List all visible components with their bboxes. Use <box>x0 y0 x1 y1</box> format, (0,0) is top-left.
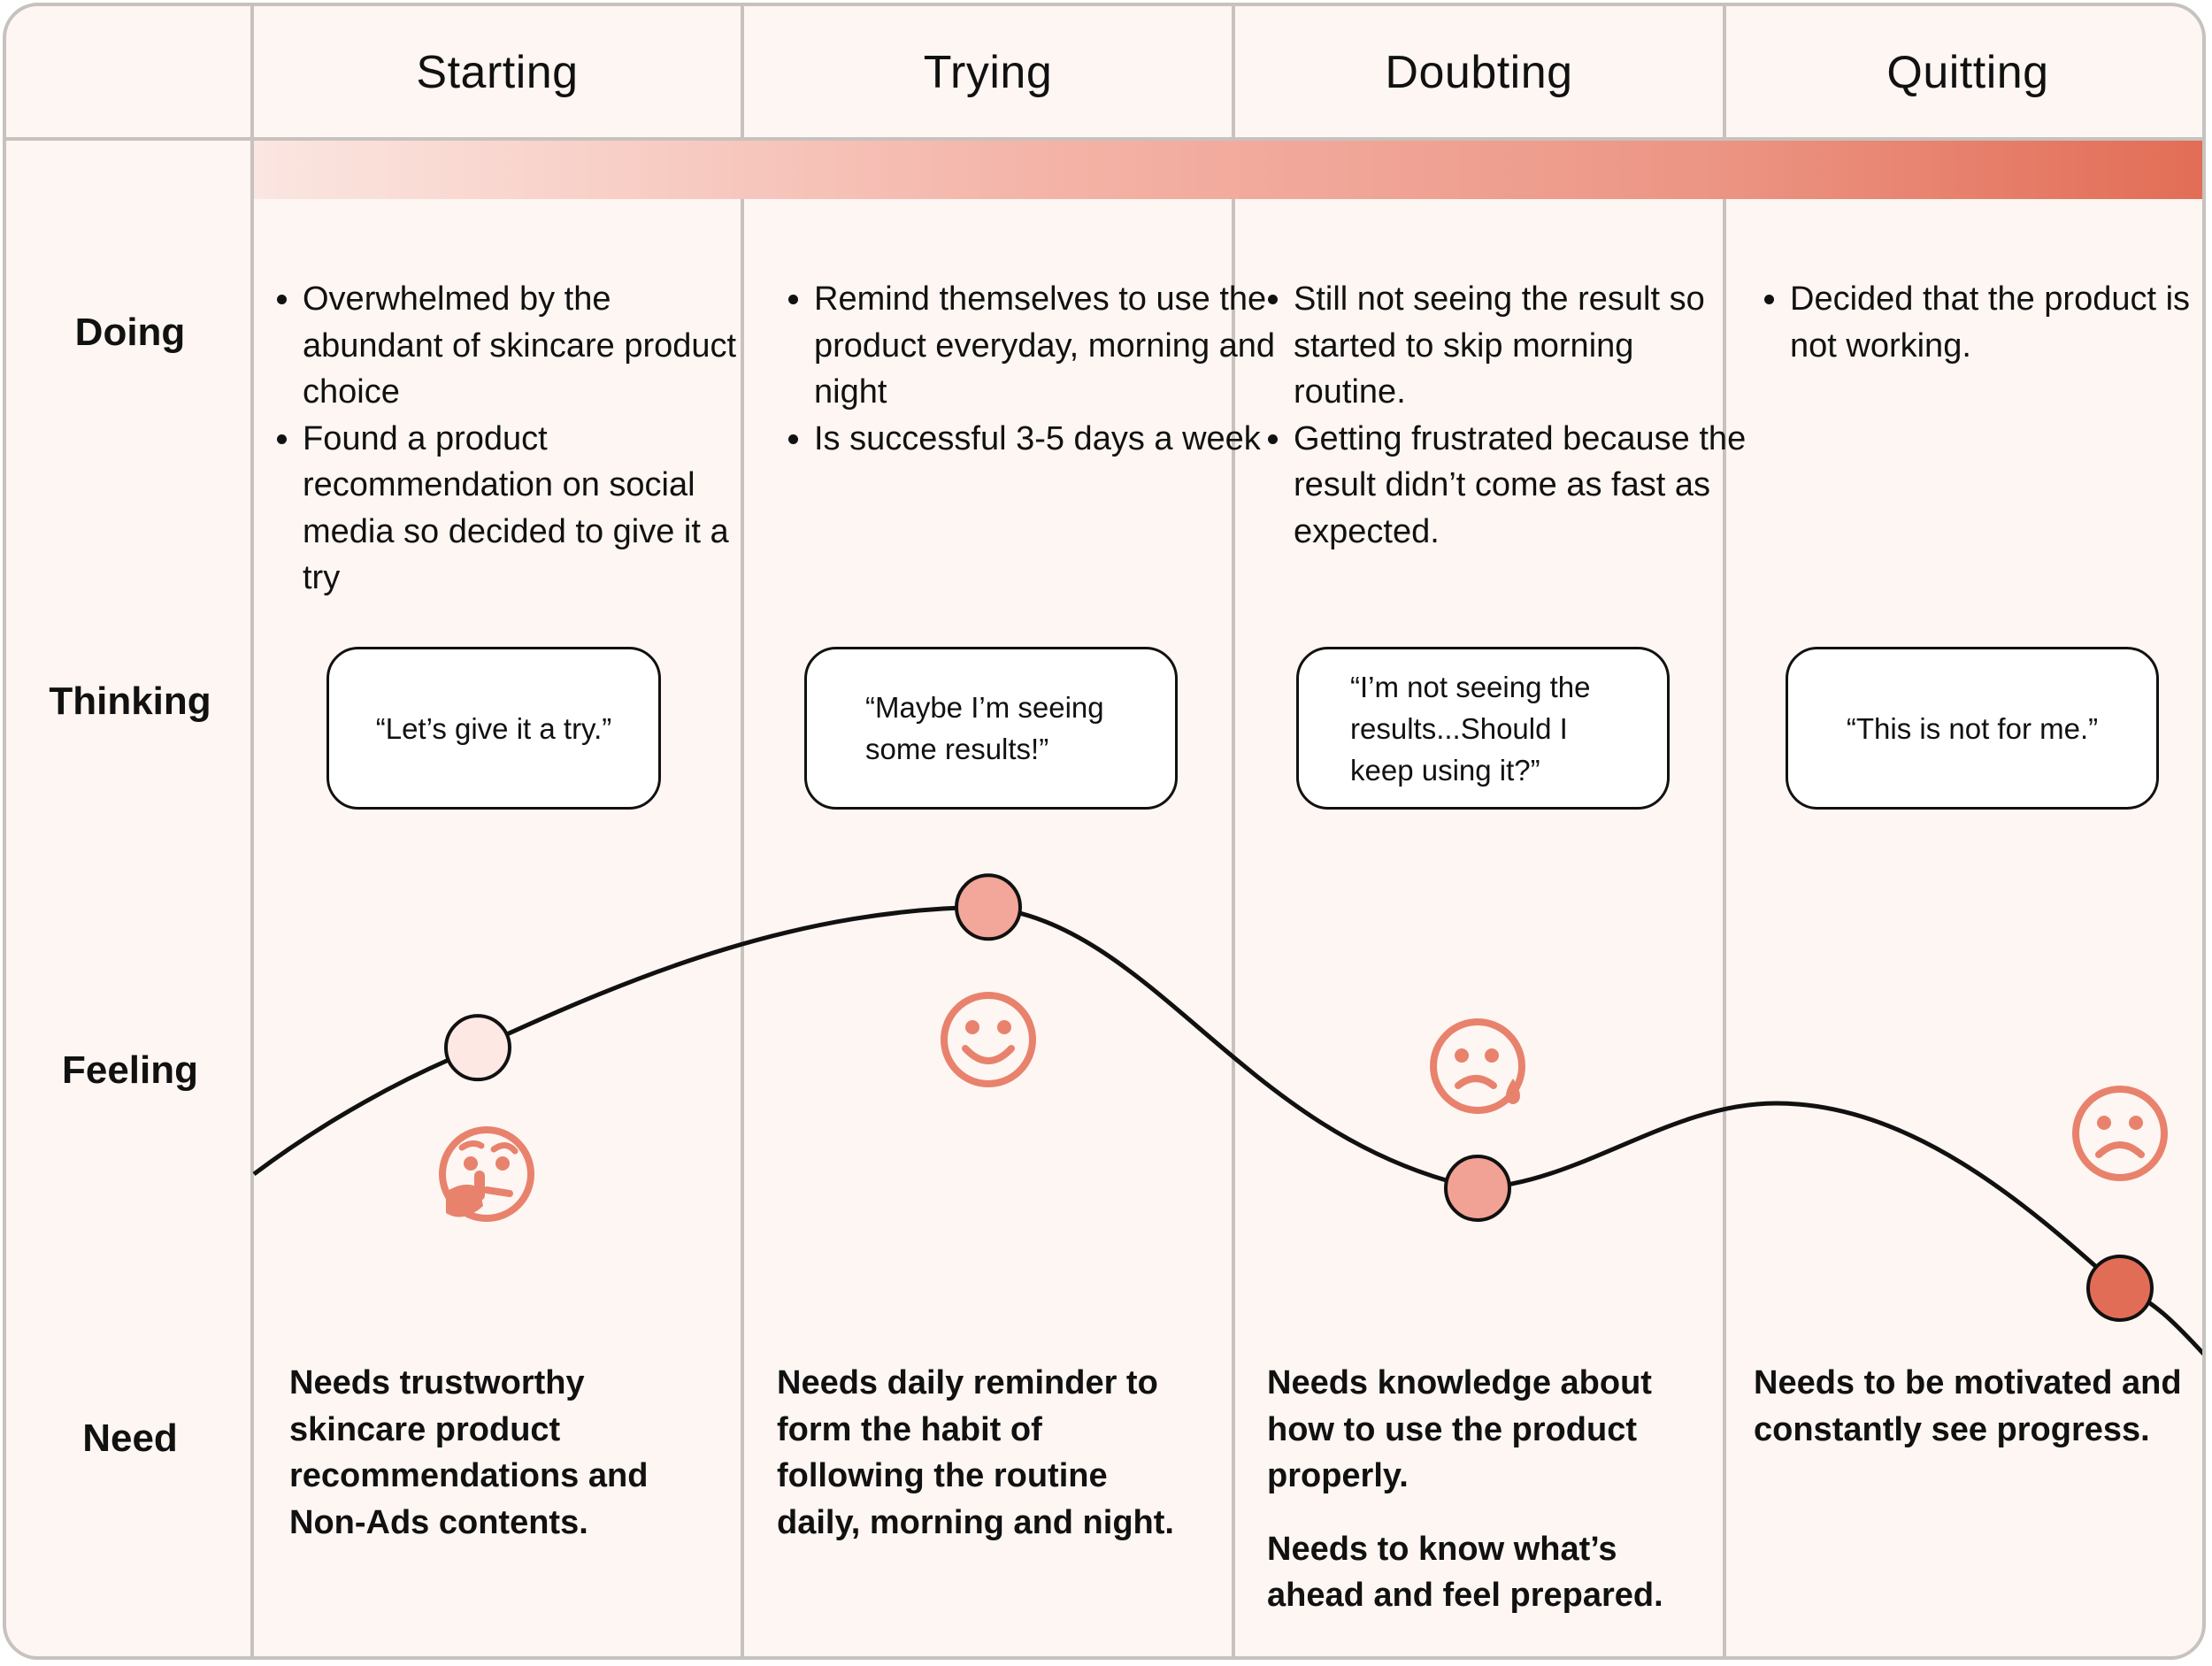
doing-item: Is successful 3-5 days a week <box>814 416 1283 463</box>
thought-bubble-starting: “Let’s give it a try.” <box>326 647 661 810</box>
header-divider <box>6 137 2202 141</box>
feeling-curve <box>252 904 2202 1356</box>
doing-list-starting: Overwhelmed by the abundant of skincare … <box>251 276 745 602</box>
column-divider <box>1232 6 1235 1656</box>
thought-text: “I’m not seeing the results...Should I k… <box>1350 670 1591 787</box>
stage-title-quitting: Quitting <box>1886 47 2049 98</box>
need-starting: Needs trustworthy skincare product recom… <box>289 1360 714 1546</box>
feeling-marker-doubting <box>1444 1155 1511 1222</box>
thought-bubble-quitting: “This is not for me.” <box>1786 647 2159 810</box>
thought-text: “Maybe I’m seeing some results!” <box>865 691 1104 765</box>
feeling-marker-starting <box>444 1014 511 1082</box>
thought-text: “Let’s give it a try.” <box>375 711 612 745</box>
need-quitting: Needs to be motivated and constantly see… <box>1754 1360 2196 1453</box>
need-text: Needs to know what’s ahead and feel prep… <box>1267 1530 1663 1615</box>
journey-map: Starting Trying Doubting Quitting Doing … <box>3 3 2206 1660</box>
row-label-feeling: Feeling <box>61 1048 199 1092</box>
row-label-thinking: Thinking <box>49 679 211 723</box>
feeling-chart <box>252 873 2202 1356</box>
need-text: Needs to be motivated and constantly see… <box>1754 1364 2182 1448</box>
need-trying: Needs daily reminder to form the habit o… <box>777 1360 1193 1546</box>
column-divider <box>741 6 744 1656</box>
thinking-face-icon <box>439 1126 534 1222</box>
need-doubting: Needs knowledge about how to use the pro… <box>1267 1360 1692 1619</box>
doing-item: Getting frustrated because the result di… <box>1294 416 1754 556</box>
thought-bubble-trying: “Maybe I’m seeing some results!” <box>804 647 1178 810</box>
stage-title-doubting: Doubting <box>1385 47 1573 98</box>
frowning-face-icon <box>2072 1086 2168 1181</box>
doing-list-trying: Remind themselves to use the product eve… <box>763 276 1283 462</box>
doing-item: Remind themselves to use the product eve… <box>814 276 1283 416</box>
column-divider <box>1723 6 1726 1656</box>
smiling-face-icon <box>941 992 1036 1087</box>
doing-item: Found a product recommendation on social… <box>303 416 745 602</box>
thought-bubble-doubting: “I’m not seeing the results...Should I k… <box>1296 647 1670 810</box>
need-text: Needs trustworthy skincare product recom… <box>289 1364 649 1541</box>
doing-item: Still not seeing the result so started t… <box>1294 276 1754 416</box>
doing-list-quitting: Decided that the product is not working. <box>1739 276 2202 369</box>
need-text: Needs daily reminder to form the habit o… <box>777 1364 1174 1541</box>
thought-text: “This is not for me.” <box>1846 711 2099 745</box>
column-divider <box>250 6 254 1656</box>
row-label-doing: Doing <box>74 311 186 354</box>
feeling-marker-trying <box>955 873 1022 941</box>
stage-title-trying: Trying <box>923 47 1053 98</box>
stage-title-starting: Starting <box>416 47 579 98</box>
sad-tear-face-icon <box>1430 1018 1525 1114</box>
emotion-gradient-bar <box>254 141 2202 199</box>
doing-list-doubting: Still not seeing the result so started t… <box>1242 276 1754 555</box>
row-label-need: Need <box>82 1416 178 1460</box>
need-text: Needs knowledge about how to use the pro… <box>1267 1364 1652 1494</box>
feeling-marker-quitting <box>2086 1254 2154 1322</box>
doing-item: Overwhelmed by the abundant of skincare … <box>303 276 745 416</box>
doing-item: Decided that the product is not working. <box>1790 276 2202 369</box>
